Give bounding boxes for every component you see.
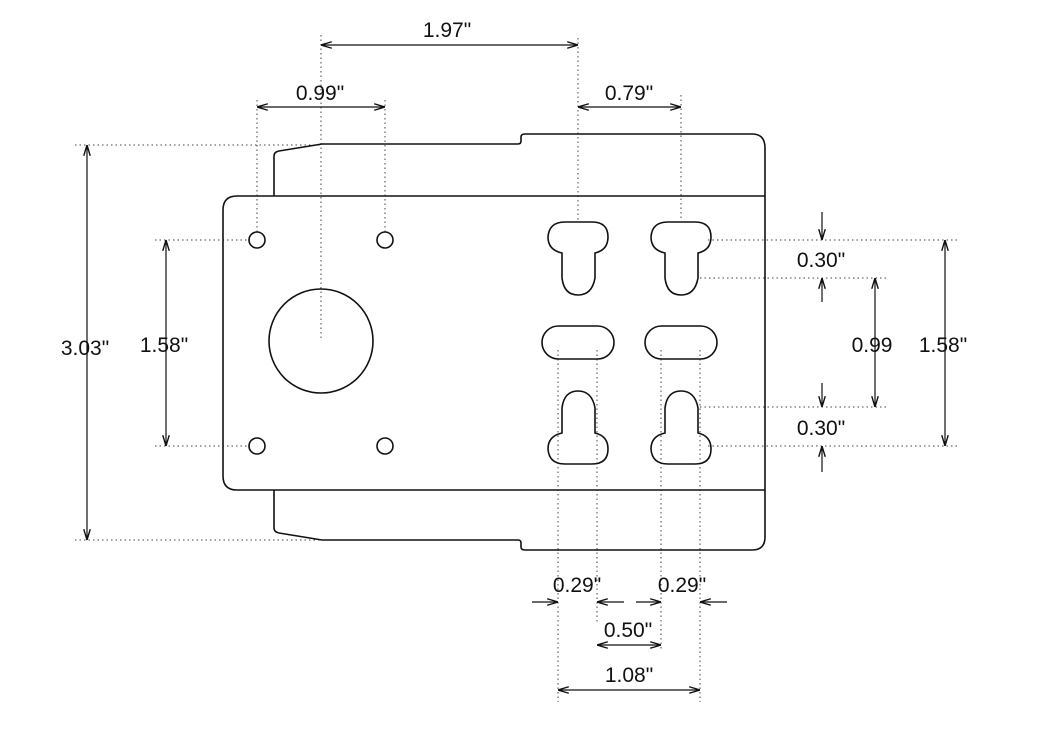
plate-outline — [222, 133, 766, 551]
dim-label: 0.99" — [296, 82, 344, 105]
oblong-slot — [541, 325, 615, 360]
dim-label: 1.08" — [605, 664, 653, 687]
mount-hole — [376, 437, 394, 455]
keyhole-slot — [547, 390, 609, 465]
extension-lines — [75, 35, 960, 702]
dim-label: 3.03" — [61, 337, 109, 360]
dim-label: 1.58" — [919, 334, 967, 357]
dimension-lines — [87, 45, 945, 690]
dim-label: 0.50" — [604, 619, 652, 642]
keyhole-slot — [650, 390, 712, 465]
dim-label: 0.79" — [605, 82, 653, 105]
mount-hole — [376, 231, 394, 249]
dimension-labels: 1.97" 0.99" 0.79" 3.03" 1.58" 1.58" 0.30… — [61, 19, 967, 687]
dim-label: 0.29" — [553, 574, 601, 597]
dim-label: 0.30" — [797, 417, 845, 440]
center-bore — [268, 288, 374, 394]
keyhole-slot — [547, 221, 609, 296]
dim-label: 0.99 — [852, 334, 893, 357]
dim-label: 1.97" — [423, 19, 471, 42]
oblong-slot — [644, 325, 718, 360]
dim-label: 0.29" — [658, 574, 706, 597]
keyhole-slot — [650, 221, 712, 296]
dim-label: 1.58" — [140, 334, 188, 357]
mount-hole — [248, 437, 266, 455]
dim-label: 0.30" — [797, 249, 845, 272]
mount-hole — [248, 231, 266, 249]
